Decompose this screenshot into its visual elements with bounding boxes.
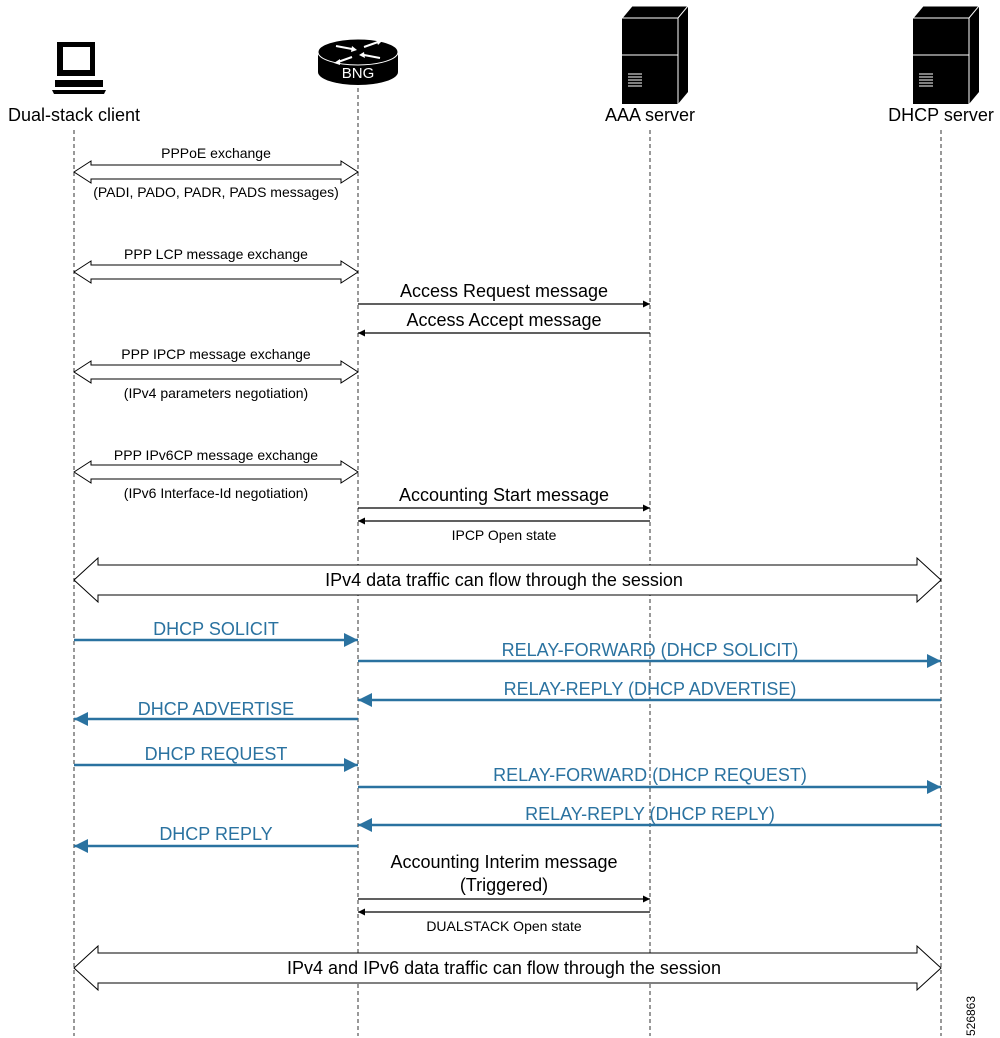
dhcp-request-label: DHCP REQUEST <box>145 744 288 764</box>
ipv4-traffic-label: IPv4 data traffic can flow through the s… <box>325 570 683 590</box>
desktop-computer-icon <box>52 42 106 94</box>
ipcp-exchange-label: PPP IPCP message exchange <box>121 346 311 362</box>
dhcp-solicit-label: DHCP SOLICIT <box>153 619 279 639</box>
ipv6cp-exchange-arrow <box>73 460 359 484</box>
participant-label-dhcp: DHCP server <box>888 105 994 125</box>
router-icon <box>317 38 399 85</box>
ipv4-traffic-arrow <box>73 556 942 604</box>
dhcp-reply-label: DHCP REPLY <box>159 824 272 844</box>
relay-forward-solicit-label: RELAY-FORWARD (DHCP SOLICIT) <box>502 640 799 660</box>
ipv6cp-exchange-label: PPP IPv6CP message exchange <box>114 447 318 463</box>
relay-reply-reply-label: RELAY-REPLY (DHCP REPLY) <box>525 804 775 824</box>
participant-label-aaa: AAA server <box>605 105 695 125</box>
ipv6cp-exchange-sublabel: (IPv6 Interface-Id negotiation) <box>124 485 308 501</box>
participant-label-bng: BNG <box>342 65 375 82</box>
dual-traffic-label: IPv4 and IPv6 data traffic can flow thro… <box>287 958 721 978</box>
tower-server-icon <box>911 5 981 104</box>
tower-server-icon <box>620 5 690 104</box>
lcp-exchange-label: PPP LCP message exchange <box>124 246 308 262</box>
ipcp-open-label: IPCP Open state <box>452 527 557 543</box>
accounting-start-label: Accounting Start message <box>399 485 609 505</box>
accounting-interim-label: Accounting Interim message <box>390 852 617 872</box>
relay-reply-advertise-label: RELAY-REPLY (DHCP ADVERTISE) <box>504 679 797 699</box>
pppoe-exchange-label: PPPoE exchange <box>161 145 271 161</box>
dhcp-advertise-label: DHCP ADVERTISE <box>138 699 294 719</box>
access-request-label: Access Request message <box>400 281 608 301</box>
dual-traffic-arrow <box>73 944 942 992</box>
ipcp-exchange-arrow <box>73 360 359 384</box>
participant-label-client: Dual-stack client <box>8 105 140 125</box>
pppoe-exchange-sublabel: (PADI, PADO, PADR, PADS messages) <box>93 184 339 200</box>
relay-forward-request-label: RELAY-FORWARD (DHCP REQUEST) <box>493 765 807 785</box>
figure-id: 526863 <box>964 996 978 1036</box>
pppoe-exchange-arrow <box>73 160 359 184</box>
accounting-interim-sublabel: (Triggered) <box>460 875 548 895</box>
dualstack-open-label: DUALSTACK Open state <box>426 918 582 934</box>
ipcp-exchange-sublabel: (IPv4 parameters negotiation) <box>124 385 308 401</box>
access-accept-label: Access Accept message <box>406 310 601 330</box>
lcp-exchange-arrow <box>73 260 359 284</box>
